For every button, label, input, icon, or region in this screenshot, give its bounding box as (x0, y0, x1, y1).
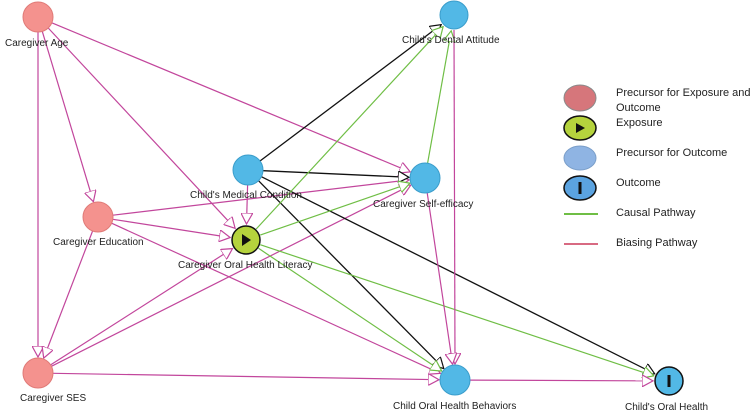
legend-label-causal-pathway: Causal Pathway (616, 207, 696, 219)
label-caregiver-ses: Caregiver SES (20, 393, 86, 404)
edge-caregiver-oral-health-literacy-to-caregiver-self-efficacy (260, 183, 410, 236)
legend-row-outcome: Outcome (560, 174, 750, 204)
edge-childs-medical-condition-to-childs-oral-health (261, 176, 654, 374)
legend-label-precursor-outcome: Precursor for Outcome (616, 147, 728, 159)
label-childs-dental-attitude: Child's Dental Attitude (402, 35, 500, 46)
edge-childs-medical-condition-to-caregiver-self-efficacy (262, 170, 409, 178)
edge-caregiver-ses-to-child-oral-health-behaviors (52, 372, 439, 379)
node-caregiver-ses[interactable] (22, 357, 54, 389)
precursor-outcome-swatch (563, 145, 597, 171)
edge-caregiver-age-to-caregiver-education (41, 31, 93, 201)
label-caregiver-oral-health-literacy: Caregiver Oral Health Literacy (178, 260, 313, 271)
edge-caregiver-oral-health-literacy-to-child-oral-health-behaviors (258, 247, 442, 371)
edge-caregiver-education-to-caregiver-oral-health-literacy (112, 218, 230, 237)
node-caregiver-education[interactable] (82, 201, 114, 233)
edge-layer (38, 22, 655, 381)
legend-row-causal-pathway: Causal Pathway (560, 204, 750, 234)
edge-caregiver-self-efficacy-to-childs-dental-attitude (427, 31, 452, 164)
legend: Precursor for Exposure and Outcome Expos… (560, 84, 750, 264)
edge-caregiver-oral-health-literacy-to-childs-oral-health (260, 244, 654, 376)
edge-childs-dental-attitude-to-child-oral-health-behaviors (454, 29, 455, 364)
edge-caregiver-education-to-caregiver-self-efficacy (112, 180, 409, 216)
precursor-exposure-outcome-swatch (563, 84, 597, 112)
edge-caregiver-oral-health-literacy-to-childs-dental-attitude (255, 27, 443, 230)
label-caregiver-education: Caregiver Education (53, 237, 144, 248)
edge-child-oral-health-behaviors-to-childs-oral-health (469, 380, 653, 381)
legend-row-biasing-pathway: Biasing Pathway (560, 234, 750, 264)
node-childs-medical-condition[interactable] (232, 154, 264, 186)
edge-caregiver-ses-to-caregiver-self-efficacy (51, 185, 410, 367)
exposure-play-icon (242, 234, 251, 246)
legend-label-outcome: Outcome (616, 177, 661, 189)
node-childs-dental-attitude[interactable] (439, 0, 469, 30)
edge-caregiver-education-to-caregiver-ses (44, 230, 94, 358)
legend-label-biasing-pathway: Biasing Pathway (616, 237, 698, 249)
outcome-swatch (563, 175, 597, 201)
edge-caregiver-age-to-caregiver-oral-health-literacy (47, 27, 235, 228)
node-caregiver-self-efficacy[interactable] (409, 162, 441, 194)
label-caregiver-self-efficacy: Caregiver Self-efficacy (373, 199, 473, 210)
exposure-swatch (563, 115, 597, 141)
node-child-oral-health-behaviors[interactable] (439, 364, 471, 396)
node-caregiver-age[interactable] (22, 1, 54, 33)
edge-caregiver-self-efficacy-to-child-oral-health-behaviors (426, 192, 452, 364)
label-childs-medical-condition: Child's Medical Condition (190, 190, 302, 201)
legend-label-exposure: Exposure (616, 117, 663, 129)
edge-childs-medical-condition-to-childs-dental-attitude (259, 25, 441, 162)
edge-caregiver-ses-to-caregiver-oral-health-literacy (50, 249, 233, 366)
legend-row-exposure: Exposure (560, 114, 750, 144)
edge-caregiver-education-to-child-oral-health-behaviors (111, 222, 441, 373)
label-child-oral-health-behaviors: Child Oral Health Behaviors (393, 401, 516, 412)
legend-row-precursor-outcome: Precursor for Outcome (560, 144, 750, 174)
label-childs-oral-health: Child's Oral Health (625, 402, 708, 413)
legend-label-precursor-exposure-outcome: Precursor for Exposure and Outcome (616, 87, 750, 114)
outcome-bar-icon (667, 375, 671, 387)
edge-childs-medical-condition-to-caregiver-oral-health-literacy (247, 184, 248, 224)
causal-pathway-swatch (564, 213, 598, 215)
edge-caregiver-age-to-caregiver-self-efficacy (51, 22, 410, 172)
label-caregiver-age: Caregiver Age (5, 38, 69, 49)
node-layer: Caregiver Age Child's Dental Attitude Ch… (5, 0, 708, 413)
legend-row-precursor-exposure-outcome: Precursor for Exposure and Outcome (560, 84, 750, 114)
biasing-pathway-swatch (564, 243, 598, 245)
